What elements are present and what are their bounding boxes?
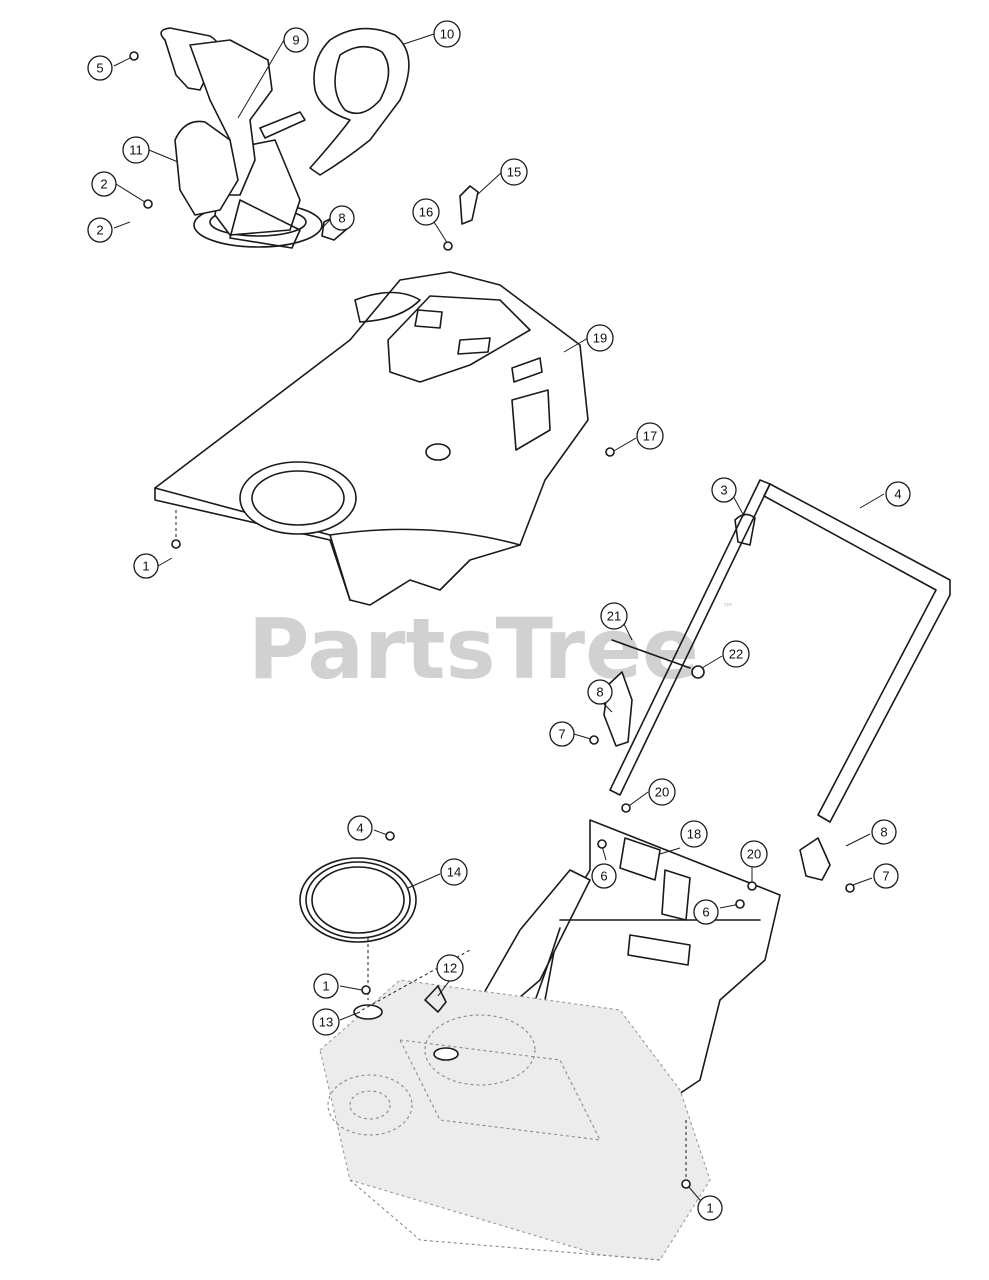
svg-text:22: 22 [729, 647, 743, 662]
svg-text:1: 1 [142, 559, 149, 574]
engine-cover [154, 271, 589, 606]
svg-text:4: 4 [894, 487, 901, 502]
svg-text:18: 18 [687, 827, 701, 842]
callout-2-upper: 2 [91, 171, 117, 197]
callout-1-cover: 1 [133, 553, 159, 579]
callout-9: 9 [283, 27, 309, 53]
callout-17: 17 [636, 422, 664, 450]
callout-6-right: 6 [693, 899, 719, 925]
svg-text:8: 8 [880, 825, 887, 840]
handle-bracket-right [799, 837, 831, 881]
svg-text:16: 16 [419, 205, 433, 220]
svg-text:15: 15 [507, 165, 521, 180]
svg-text:10: 10 [440, 27, 454, 42]
callout-1-bezel: 1 [313, 973, 339, 999]
upper-handle [609, 479, 951, 823]
svg-text:1: 1 [322, 979, 329, 994]
callout-16: 16 [412, 198, 440, 226]
svg-text:6: 6 [702, 905, 709, 920]
svg-text:4: 4 [356, 821, 363, 836]
callout-22: 22 [722, 640, 750, 668]
chute-assembly [160, 27, 323, 249]
callout-4-bezel: 4 [347, 815, 373, 841]
svg-text:1: 1 [706, 1201, 713, 1216]
bolt-21 [611, 639, 691, 669]
callout-8-left: 8 [587, 679, 613, 705]
callout-13: 13 [312, 1008, 340, 1036]
svg-text:21: 21 [607, 609, 621, 624]
callout-5: 5 [87, 55, 113, 81]
callout-12: 12 [436, 954, 464, 982]
svg-text:14: 14 [447, 865, 461, 880]
callout-21: 21 [600, 602, 628, 630]
callout-20-right: 20 [740, 840, 768, 868]
chute-clip [459, 185, 479, 225]
svg-text:11: 11 [129, 143, 143, 158]
callout-10: 10 [433, 20, 461, 48]
svg-text:20: 20 [747, 847, 761, 862]
callout-4-handle: 4 [885, 481, 911, 507]
callout-2-lower: 2 [87, 217, 113, 243]
svg-text:7: 7 [882, 869, 889, 884]
callout-20-left: 20 [648, 778, 676, 806]
callout-8-chute: 8 [329, 205, 355, 231]
hardware-fasteners [129, 51, 855, 1189]
callout-7-right: 7 [873, 863, 899, 889]
svg-text:2: 2 [96, 223, 103, 238]
callout-19: 19 [586, 324, 614, 352]
callout-1-frame: 1 [697, 1195, 723, 1221]
watermark-trademark: ™ [722, 601, 734, 615]
svg-text:6: 6 [600, 869, 607, 884]
callout-7-left: 7 [549, 721, 575, 747]
callout-11: 11 [122, 136, 150, 164]
svg-text:9: 9 [292, 33, 299, 48]
svg-text:5: 5 [96, 61, 103, 76]
svg-text:20: 20 [655, 785, 669, 800]
svg-text:3: 3 [720, 483, 727, 498]
watermark-text: PartsTree [248, 600, 699, 698]
deflector-handle [259, 27, 410, 176]
svg-text:2: 2 [100, 177, 107, 192]
svg-text:7: 7 [558, 727, 565, 742]
svg-text:12: 12 [443, 961, 457, 976]
callout-6-left: 6 [591, 863, 617, 889]
svg-text:8: 8 [596, 685, 603, 700]
svg-text:19: 19 [593, 331, 607, 346]
callout-8-right: 8 [871, 819, 897, 845]
callout-15: 15 [500, 158, 528, 186]
locknut-22 [691, 665, 705, 679]
svg-text:13: 13 [319, 1015, 333, 1030]
svg-text:8: 8 [338, 211, 345, 226]
svg-text:17: 17 [643, 429, 657, 444]
auger-housing-ghost [319, 979, 711, 1261]
bezel-ring [299, 857, 417, 943]
callout-3: 3 [711, 477, 737, 503]
callout-18: 18 [680, 820, 708, 848]
callout-14: 14 [440, 858, 468, 886]
